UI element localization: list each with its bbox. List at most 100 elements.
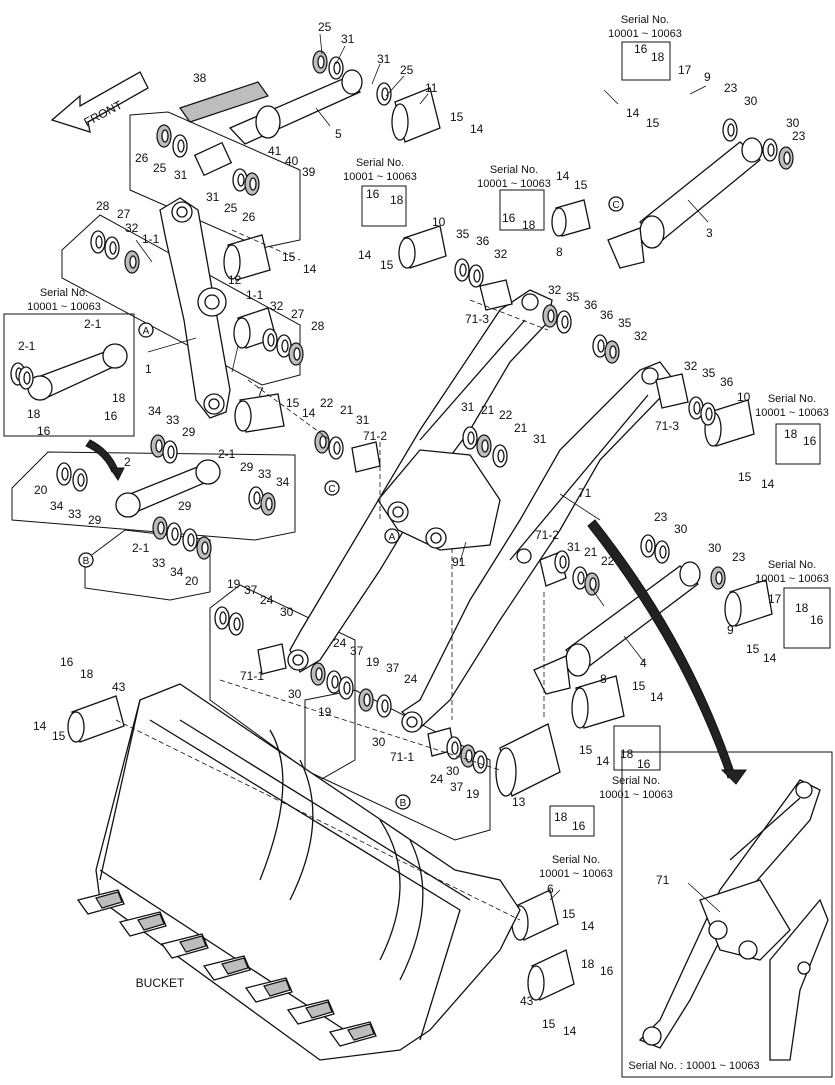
serial-boxes xyxy=(361,41,831,837)
serial-notes: Serial No. 10001 ~ 10063 Serial No. 1000… xyxy=(27,14,829,1072)
label-p31c: 31 xyxy=(174,168,188,182)
label-p26a: 26 xyxy=(135,151,149,165)
ring-bore xyxy=(157,521,165,535)
label-p19a: 19 xyxy=(227,577,241,591)
inset-caption: Serial No. : 10001 ~ 10063 xyxy=(628,1060,759,1072)
label-p32c: 32 xyxy=(270,299,284,313)
label-p23b: 23 xyxy=(792,129,806,143)
ring-bore xyxy=(237,173,245,187)
label-p29d: 29 xyxy=(178,499,192,513)
serial-range-8: 10001 ~ 10063 xyxy=(539,868,613,880)
label-p16h: 16 xyxy=(637,757,651,771)
label-p43a: 43 xyxy=(112,680,126,694)
ring-bore xyxy=(333,61,341,75)
label-p18g: 18 xyxy=(795,601,809,615)
svg-text:C: C xyxy=(612,200,619,211)
label-p14g: 14 xyxy=(761,477,775,491)
label-p16b: 16 xyxy=(366,187,380,201)
label-p15a: 15 xyxy=(450,110,464,124)
label-p19c: 19 xyxy=(318,705,332,719)
svg-text:B: B xyxy=(83,556,90,567)
ring-bore xyxy=(281,339,289,353)
label-p35a: 35 xyxy=(456,227,470,241)
label-p71-2a: 71-2 xyxy=(363,429,387,443)
label-p24c: 24 xyxy=(404,672,418,686)
label-p91: 91 xyxy=(452,555,466,569)
ring-bore xyxy=(597,339,605,353)
label-p22a: 22 xyxy=(320,396,334,410)
label-p41: 41 xyxy=(268,144,282,158)
ring-bore xyxy=(459,263,467,277)
label-p18e: 18 xyxy=(27,407,41,421)
label-p14k: 14 xyxy=(596,754,610,768)
ring-bore xyxy=(715,571,723,585)
label-p14e: 14 xyxy=(303,262,317,276)
ring-bore xyxy=(659,545,667,559)
label-p25d: 25 xyxy=(224,201,238,215)
label-p15m: 15 xyxy=(542,1017,556,1031)
label-p30b: 30 xyxy=(786,116,800,130)
serial-range-2: 10001 ~ 10063 xyxy=(343,171,417,183)
inset-boom xyxy=(638,779,829,1061)
label-p16k: 16 xyxy=(600,964,614,978)
ring-bore xyxy=(705,407,713,421)
ring-bore xyxy=(363,693,371,707)
label-p14h: 14 xyxy=(763,651,777,665)
label-p10b: 10 xyxy=(737,390,751,404)
svg-text:C: C xyxy=(328,484,335,495)
label-p16c: 16 xyxy=(502,211,516,225)
label-p13: 13 xyxy=(512,795,526,809)
label-p2-1c: 2-1 xyxy=(218,447,236,461)
label-p23a: 23 xyxy=(724,81,738,95)
ring-bore xyxy=(477,755,485,769)
label-p15c: 15 xyxy=(380,258,394,272)
label-p14f: 14 xyxy=(302,406,316,420)
marker-c-cyl: C xyxy=(608,196,624,212)
label-p16j: 16 xyxy=(572,819,586,833)
ring-bore xyxy=(265,497,273,511)
label-p24d: 24 xyxy=(430,772,444,786)
label-p33b: 33 xyxy=(258,467,272,481)
serial-header-4: Serial No. xyxy=(40,287,88,299)
tooth-adapter xyxy=(137,913,165,931)
label-p33c: 33 xyxy=(68,507,82,521)
marker-a-boom: A xyxy=(384,528,400,544)
label-p16a: 16 xyxy=(634,42,648,56)
label-p2-1a: 2-1 xyxy=(84,317,102,331)
ring-bore xyxy=(187,533,195,547)
serial-range-4: 10001 ~ 10063 xyxy=(27,301,101,313)
label-p29a: 29 xyxy=(182,425,196,439)
label-p15e: 15 xyxy=(282,250,296,264)
label-p12: 12 xyxy=(228,273,242,287)
label-p3: 3 xyxy=(706,226,713,240)
frame-cyl5-pins xyxy=(129,111,301,249)
ring-bore xyxy=(727,123,735,137)
label-p36d: 36 xyxy=(720,375,734,389)
label-p11: 11 xyxy=(425,81,438,95)
marker-c-left: C xyxy=(324,480,340,496)
ring-bore xyxy=(767,143,775,157)
ring-bore xyxy=(219,611,227,625)
ring-bore xyxy=(249,177,257,191)
tooth-adapter xyxy=(263,979,291,997)
label-p18j: 18 xyxy=(554,810,568,824)
label-p14l: 14 xyxy=(581,919,595,933)
label-p19d: 19 xyxy=(466,787,480,801)
label-p28a: 28 xyxy=(96,199,110,213)
label-p4: 4 xyxy=(640,656,647,670)
label-p21b: 21 xyxy=(481,403,495,417)
frame-link2 xyxy=(11,451,296,541)
ring-bore xyxy=(201,541,209,555)
label-p21c: 21 xyxy=(514,421,528,435)
serial-range-3: 10001 ~ 10063 xyxy=(477,178,551,190)
serial-range-5: 10001 ~ 10063 xyxy=(755,407,829,419)
ring-bore xyxy=(333,441,341,455)
serial-header-7: Serial No. xyxy=(612,775,660,787)
label-p24b: 24 xyxy=(333,636,347,650)
label-p34a: 34 xyxy=(148,404,162,418)
ring-bore xyxy=(95,235,103,249)
serial-range-1: 10001 ~ 10063 xyxy=(608,28,682,40)
label-p39: 39 xyxy=(302,165,316,179)
ring-bore xyxy=(451,741,459,755)
ring-bore xyxy=(155,439,163,453)
